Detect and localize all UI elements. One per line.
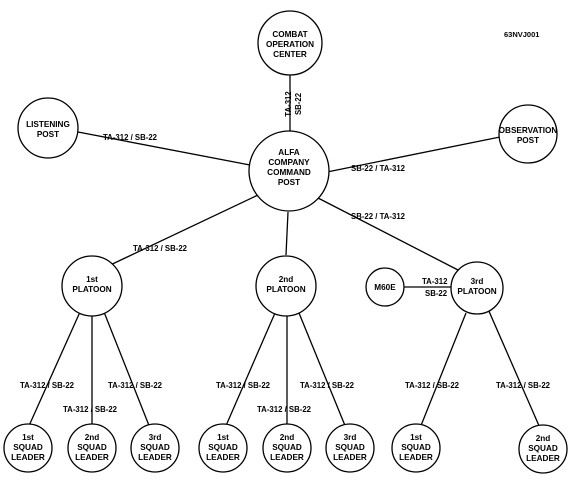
svg-text:CENTER: CENTER [273,50,307,59]
svg-text:1st: 1st [22,433,34,442]
edge-label-lp-cp: TA-312 / SB-22 [103,133,158,142]
node-1st-platoon: 1st PLATOON [61,255,123,317]
svg-text:LEADER: LEADER [526,454,560,463]
node-alfa-company-command-post: ALFA COMPANY COMMAND POST [248,130,330,212]
edge-label-p1-s13: TA-312 / SB-22 [108,381,163,390]
node-observation-post: OBSERVATION POST [498,104,558,164]
svg-text:TA-312: TA-312 [284,91,293,117]
edges [27,75,541,429]
svg-text:OBSERVATION: OBSERVATION [499,126,558,135]
edge-label-p1-s11: TA-312 / SB-22 [20,381,75,390]
svg-text:1st: 1st [410,433,422,442]
edge-cp-p1 [103,194,259,269]
node-m60e: M60E [365,267,405,307]
node-listening-post: LISTENING POST [17,97,79,159]
svg-text:LEADER: LEADER [11,453,45,462]
svg-text:POST: POST [517,136,539,145]
edge-label-m60-p3-top: TA-312 [422,277,448,286]
node-p3-2nd-squad-leader: 2nd SQUAD LEADER [518,424,568,474]
svg-text:2nd: 2nd [536,434,551,443]
svg-text:1st: 1st [86,275,98,284]
svg-text:2nd: 2nd [85,433,100,442]
svg-text:SQUAD: SQUAD [401,443,431,452]
edge-label-m60-p3-bottom: SB-22 [425,289,448,298]
svg-text:COMMAND: COMMAND [267,168,311,177]
svg-text:2nd: 2nd [279,275,294,284]
edge-cp-p2 [285,211,289,256]
svg-text:3rd: 3rd [471,277,484,286]
svg-text:COMPANY: COMPANY [268,158,310,167]
svg-text:POST: POST [278,178,300,187]
svg-text:LEADER: LEADER [138,453,172,462]
svg-text:LEADER: LEADER [75,453,109,462]
svg-text:3rd: 3rd [149,433,162,442]
svg-text:COMBAT: COMBAT [272,30,307,39]
edge-cp-p3 [317,197,459,271]
edge-label-p2-s22: TA-312 / SB-22 [257,405,312,414]
svg-text:PLATOON: PLATOON [457,287,496,296]
node-p2-1st-squad-leader: 1st SQUAD LEADER [198,423,248,473]
edge-label-cp-p1: TA-312 / SB-22 [133,244,188,253]
svg-text:SB-22: SB-22 [294,92,303,115]
edge-p2-s21 [224,312,276,429]
node-p2-2nd-squad-leader: 2nd SQUAD LEADER [262,423,312,473]
edge-p2-s23 [298,312,347,429]
edge-label-p1-s12: TA-312 / SB-22 [63,405,118,414]
node-combat-operation-center: COMBAT OPERATION CENTER [257,10,323,76]
svg-text:PLATOON: PLATOON [72,285,111,294]
edge-p3-s31 [419,312,467,429]
svg-text:LEADER: LEADER [270,453,304,462]
edge-op-cp [326,136,501,173]
edge-label-p3-s32: TA-312 / SB-22 [496,381,551,390]
node-p2-3rd-squad-leader: 3rd SQUAD LEADER [325,423,375,473]
edge-p3-s32 [487,308,541,429]
svg-text:SQUAD: SQUAD [140,443,170,452]
svg-text:2nd: 2nd [280,433,295,442]
edge-label-op-cp: SB-22 / TA-312 [351,164,406,173]
edge-label-coc-cp: TA-312 SB-22 [284,91,303,117]
svg-text:PLATOON: PLATOON [266,285,305,294]
edge-label-cp-p3: SB-22 / TA-312 [351,212,406,221]
svg-text:SQUAD: SQUAD [272,443,302,452]
edge-label-p2-s21: TA-312 / SB-22 [216,381,271,390]
node-2nd-platoon: 2nd PLATOON [255,255,317,317]
edge-lp-cp [77,131,251,166]
svg-text:LEADER: LEADER [399,453,433,462]
svg-text:SQUAD: SQUAD [528,444,558,453]
svg-text:M60E: M60E [374,283,396,292]
edge-p1-s13 [103,311,151,429]
svg-text:LISTENING: LISTENING [26,120,70,129]
node-p1-1st-squad-leader: 1st SQUAD LEADER [3,423,53,473]
svg-text:1st: 1st [217,433,229,442]
svg-text:OPERATION: OPERATION [266,40,314,49]
node-3rd-platoon: 3rd PLATOON [450,261,504,315]
edge-label-p3-s31: TA-312 / SB-22 [405,381,460,390]
node-p3-1st-squad-leader: 1st SQUAD LEADER [391,423,441,473]
edge-label-p2-s23: TA-312 / SB-22 [300,381,355,390]
node-p1-2nd-squad-leader: 2nd SQUAD LEADER [67,423,117,473]
svg-text:3rd: 3rd [344,433,357,442]
svg-text:LEADER: LEADER [206,453,240,462]
svg-text:SQUAD: SQUAD [77,443,107,452]
svg-text:ALFA: ALFA [278,148,299,157]
edge-labels: TA-312 SB-22 TA-312 / SB-22 SB-22 / TA-3… [20,91,551,414]
svg-text:SQUAD: SQUAD [335,443,365,452]
figure-id: 63NVJ001 [504,30,539,39]
svg-text:SQUAD: SQUAD [13,443,43,452]
node-p1-3rd-squad-leader: 3rd SQUAD LEADER [130,423,180,473]
svg-text:LEADER: LEADER [333,453,367,462]
svg-text:SQUAD: SQUAD [208,443,238,452]
edge-p1-s11 [27,311,81,429]
svg-text:POST: POST [37,130,59,139]
